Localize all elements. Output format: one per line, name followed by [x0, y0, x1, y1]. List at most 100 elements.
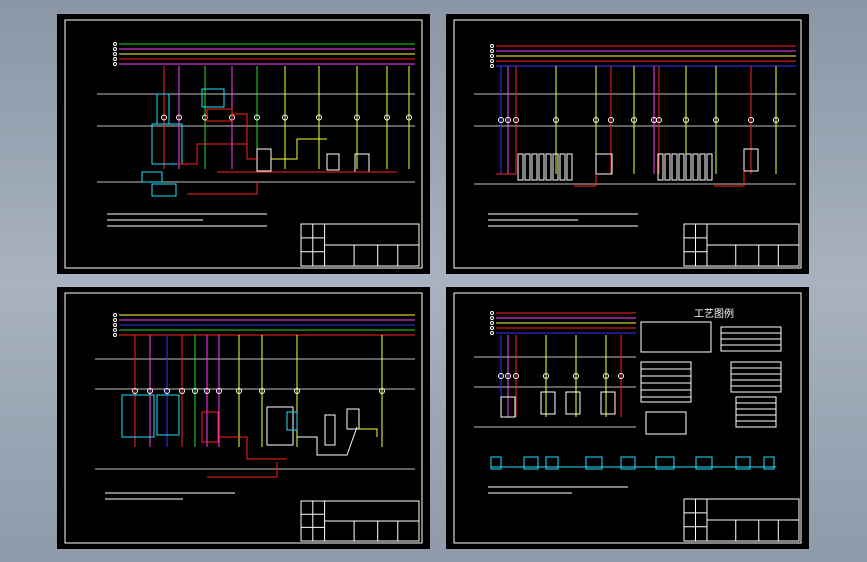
condenser-tube [566, 153, 573, 181]
valve-symbol [164, 388, 170, 394]
process-equipment [545, 456, 559, 470]
sheet-border [453, 292, 802, 544]
valve-symbol [683, 117, 689, 123]
process-equipment [735, 456, 751, 470]
receiver-tank [326, 153, 340, 171]
pipe-route [207, 462, 278, 478]
process-equipment [655, 456, 675, 470]
valve-symbol [254, 114, 260, 121]
valve-symbol [204, 388, 210, 394]
process-equipment [585, 456, 603, 470]
separator [346, 408, 360, 430]
process-equipment [763, 456, 775, 470]
drawing-sheet-bottom-right[interactable]: 工艺图例 [446, 287, 809, 549]
pipe-route [574, 174, 597, 187]
receiver-tank [540, 391, 556, 415]
pipe-marker [490, 311, 494, 315]
valve-symbol [773, 117, 779, 123]
pipe-marker [113, 62, 117, 66]
valve-symbol [179, 388, 185, 394]
receiver-tank [565, 391, 581, 415]
valve-symbol [608, 117, 614, 123]
valve-symbol [384, 114, 390, 121]
condenser-tube [685, 153, 692, 181]
legend-symbol-box [645, 411, 687, 435]
valve-symbol [505, 373, 511, 379]
valve-symbol [513, 373, 519, 379]
valve-symbol [147, 388, 153, 394]
valve-symbol [316, 114, 322, 121]
condenser-tube [671, 153, 678, 181]
drawing-sheet-top-left[interactable] [57, 14, 430, 274]
sheet-border [64, 19, 423, 269]
reactor-vessel [156, 394, 180, 436]
pipe-marker [490, 326, 494, 330]
pipe-route [714, 171, 745, 187]
condenser-tube [524, 153, 531, 181]
column-vessel [156, 93, 170, 125]
process-equipment [523, 456, 539, 470]
pipe-marker [490, 331, 494, 335]
valve-symbol [379, 388, 385, 394]
cyclone [324, 414, 336, 446]
drawing-sheet-top-right[interactable] [446, 14, 809, 274]
valve-symbol [354, 114, 360, 121]
pipe-marker [113, 57, 117, 61]
tank [201, 411, 219, 443]
legend-table [640, 361, 692, 403]
legend-table [735, 396, 777, 428]
valve-symbol [618, 373, 624, 379]
pipe-marker [490, 59, 494, 63]
process-equipment [620, 456, 636, 470]
pump-skid [151, 183, 177, 197]
pipe-marker [490, 321, 494, 325]
valve-symbol [236, 388, 242, 394]
sheet-border [453, 19, 802, 269]
pipe-marker [490, 49, 494, 53]
receiver-tank [743, 148, 759, 172]
valve-symbol [656, 117, 662, 123]
pipe-route [271, 138, 327, 160]
valve-symbol [294, 388, 300, 394]
pipe-marker [113, 313, 117, 317]
pipe-route [297, 426, 358, 456]
pipe-marker [113, 52, 117, 56]
drawing-sheet-bottom-left[interactable] [57, 287, 430, 549]
legend-table [730, 361, 782, 393]
pipe-marker [490, 54, 494, 58]
valve-symbol [573, 373, 579, 379]
drawing-bottom-right: 工艺图例 [453, 292, 802, 544]
valve-symbol [192, 388, 198, 394]
pipe-marker [490, 44, 494, 48]
valve-symbol [161, 114, 167, 121]
condenser-tube [692, 153, 699, 181]
process-equipment [490, 456, 502, 470]
valve-symbol [282, 114, 288, 121]
reactor-vessel [121, 394, 155, 438]
condenser-tube [699, 153, 706, 181]
pipe-route [177, 143, 247, 165]
pipe-route [357, 428, 378, 437]
condenser-tube [706, 153, 713, 181]
condenser-tube [538, 153, 545, 181]
legend-heading: 工艺图例 [694, 307, 734, 320]
pipe-route [220, 436, 287, 460]
drawing-top-right [453, 19, 802, 269]
condenser-tube [552, 153, 559, 181]
condenser-tube [678, 153, 685, 181]
condenser-tube [559, 153, 566, 181]
valve-symbol [748, 117, 754, 123]
process-equipment [695, 456, 713, 470]
pipe-marker [113, 47, 117, 51]
drawing-bottom-left [64, 292, 423, 544]
valve-symbol [406, 114, 412, 121]
heat-exchanger [201, 88, 225, 108]
pipe-marker [113, 323, 117, 327]
condenser-tube [517, 153, 524, 181]
pipe-marker [113, 328, 117, 332]
valve-symbol [498, 373, 504, 379]
condenser-tube [545, 153, 552, 181]
pipe-marker [113, 333, 117, 337]
spray-dryer [266, 406, 294, 446]
valve-symbol [498, 117, 504, 123]
